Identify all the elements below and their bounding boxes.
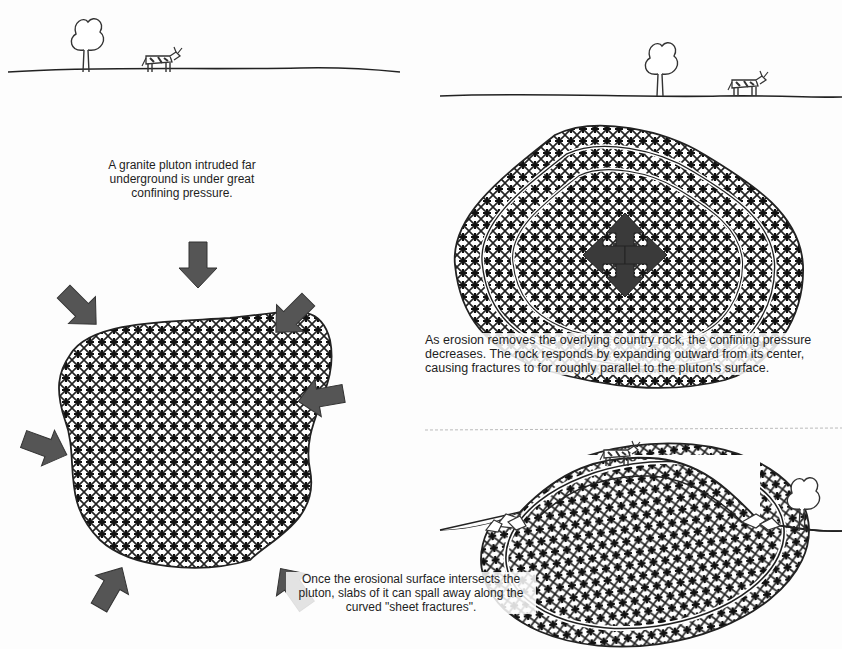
caption-note: As erosion removes the overlying country…	[425, 333, 839, 375]
caption-note: Once the erosional surface intersects th…	[286, 572, 536, 614]
caption-note: A granite pluton intruded far undergroun…	[84, 158, 280, 200]
